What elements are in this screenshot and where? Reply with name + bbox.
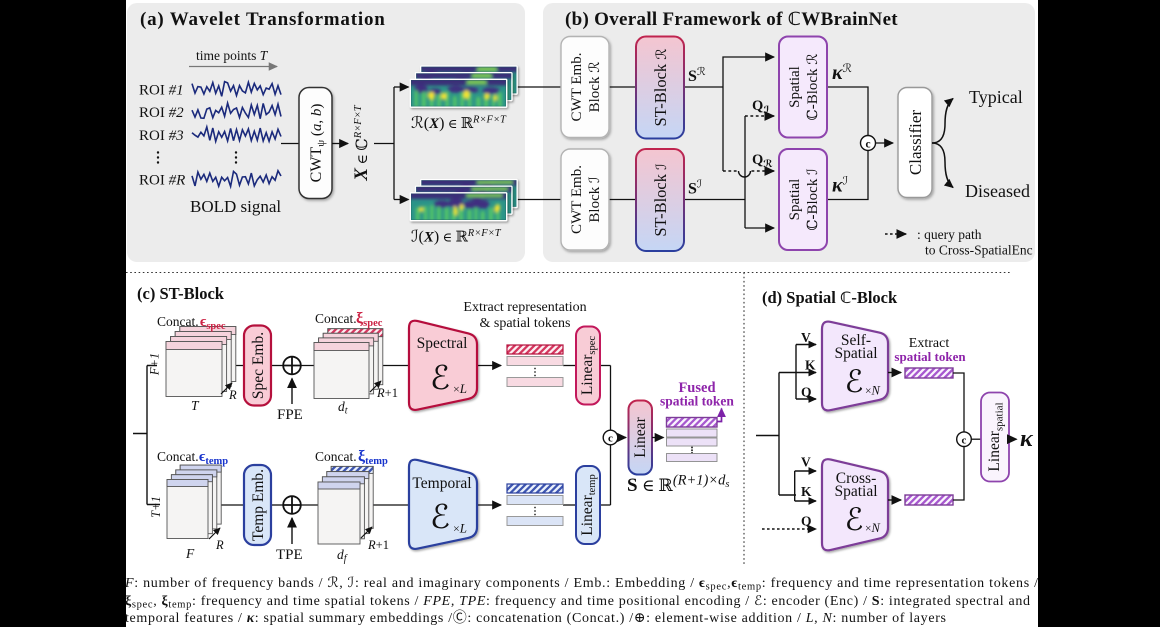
svg-text:BOLD signal: BOLD signal bbox=[190, 197, 281, 216]
svg-text:Concat.: Concat. bbox=[315, 449, 357, 464]
svg-text:ST-Block ℛ: ST-Block ℛ bbox=[651, 49, 670, 127]
svg-text:ℰ: ℰ bbox=[845, 502, 864, 537]
svg-text:ROI #3: ROI #3 bbox=[139, 128, 184, 144]
svg-text:K: K bbox=[805, 358, 816, 373]
svg-text:ROI #1: ROI #1 bbox=[139, 83, 184, 99]
svg-text:CWTψ (a, b): CWTψ (a, b) bbox=[308, 104, 327, 183]
svg-text:Concat.: Concat. bbox=[157, 449, 199, 464]
svg-text:Linear: Linear bbox=[632, 416, 649, 457]
svg-text:& spatial tokens: & spatial tokens bbox=[480, 316, 571, 331]
svg-text:R: R bbox=[228, 388, 237, 402]
svg-text:×N: ×N bbox=[865, 384, 881, 398]
svg-text:Spectral: Spectral bbox=[417, 335, 468, 352]
svg-text:κ: κ bbox=[1020, 426, 1034, 452]
svg-text:ξspec, ξtemp: frequency and ti: ξspec, ξtemp: frequency and time spatial… bbox=[125, 593, 1030, 611]
svg-text:Classifier: Classifier bbox=[906, 110, 925, 175]
svg-text:CWT Emb.: CWT Emb. bbox=[569, 165, 585, 234]
svg-text:ROI #R: ROI #R bbox=[139, 173, 185, 189]
svg-text:R+1: R+1 bbox=[367, 538, 389, 552]
svg-text:Extract representation: Extract representation bbox=[463, 300, 586, 315]
svg-text:Spec Emb.: Spec Emb. bbox=[250, 332, 267, 399]
svg-text:T: T bbox=[191, 398, 200, 413]
svg-text:R+1: R+1 bbox=[376, 386, 398, 400]
svg-text:to Cross-SpatialEnc: to Cross-SpatialEnc bbox=[925, 243, 1033, 258]
svg-text:×N: ×N bbox=[865, 521, 881, 535]
svg-text:ST-Block ℐ: ST-Block ℐ bbox=[651, 163, 670, 236]
svg-text:Self-: Self- bbox=[841, 332, 871, 349]
svg-text:CWT Emb.: CWT Emb. bbox=[569, 53, 585, 122]
svg-text:Temporal: Temporal bbox=[412, 475, 471, 492]
svg-text:F+1: F+1 bbox=[148, 353, 162, 376]
svg-text:Diseased: Diseased bbox=[965, 181, 1030, 201]
svg-text:FPE: FPE bbox=[277, 407, 303, 423]
svg-text:Concat.: Concat. bbox=[315, 311, 357, 326]
svg-text:F: number of frequency bands /: F: number of frequency bands / ℛ, ℐ: rea… bbox=[124, 576, 1038, 593]
svg-text:ℰ: ℰ bbox=[430, 500, 450, 536]
svg-text:Extract: Extract bbox=[909, 336, 950, 351]
svg-text:ℰ: ℰ bbox=[430, 361, 450, 397]
svg-text:(b) Overall Framework of ℂWBra: (b) Overall Framework of ℂWBrainNet bbox=[565, 9, 898, 30]
svg-text:ROI #2: ROI #2 bbox=[139, 105, 184, 121]
svg-text:Temp Emb.: Temp Emb. bbox=[250, 469, 267, 541]
svg-text:Fused: Fused bbox=[678, 380, 715, 396]
svg-text:dt: dt bbox=[338, 399, 348, 417]
svg-text:V: V bbox=[801, 455, 811, 470]
svg-text:T+1: T+1 bbox=[149, 496, 163, 518]
svg-text:ℰ: ℰ bbox=[845, 364, 864, 399]
svg-text:Typical: Typical bbox=[969, 87, 1023, 107]
svg-text:temporal features / κ: spatial: temporal features / κ: spatial summary e… bbox=[125, 610, 946, 626]
svg-text:K: K bbox=[801, 484, 812, 499]
svg-text:(d) Spatial ℂ-Block: (d) Spatial ℂ-Block bbox=[762, 288, 898, 307]
svg-text:Spatial: Spatial bbox=[834, 483, 877, 500]
svg-text:Q: Q bbox=[801, 385, 812, 400]
svg-text:Spatial: Spatial bbox=[834, 345, 877, 362]
svg-text:ℂ-Block ℐ: ℂ-Block ℐ bbox=[805, 168, 821, 230]
svg-text:Concat.: Concat. bbox=[157, 314, 199, 329]
svg-text:Block ℐ: Block ℐ bbox=[587, 176, 603, 222]
svg-text:Spatial: Spatial bbox=[787, 179, 803, 221]
svg-text:×L: ×L bbox=[453, 381, 467, 396]
svg-text:: query path: : query path bbox=[917, 227, 982, 242]
svg-text:×L: ×L bbox=[453, 521, 467, 536]
svg-text:df: df bbox=[337, 547, 348, 565]
svg-text:R: R bbox=[215, 538, 224, 552]
svg-text:ℂ-Block ℛ: ℂ-Block ℛ bbox=[805, 54, 821, 121]
svg-text:c: c bbox=[962, 434, 967, 446]
svg-text:Q: Q bbox=[801, 514, 812, 529]
svg-text:ℛ(X) ∈ ℝR×F×T: ℛ(X) ∈ ℝR×F×T bbox=[411, 115, 507, 133]
svg-text:(a) Wavelet Transformation: (a) Wavelet Transformation bbox=[140, 9, 386, 30]
svg-text:c: c bbox=[608, 433, 613, 445]
svg-text:ℐ(X) ∈ ℝR×F×T: ℐ(X) ∈ ℝR×F×T bbox=[411, 228, 502, 246]
svg-text:Cross-: Cross- bbox=[836, 470, 876, 487]
svg-text:(c) ST-Block: (c) ST-Block bbox=[137, 284, 225, 303]
svg-text:c: c bbox=[865, 138, 870, 150]
svg-text:time points T: time points T bbox=[196, 48, 269, 63]
svg-text:Spatial: Spatial bbox=[787, 66, 803, 108]
svg-text:spatial token: spatial token bbox=[894, 349, 966, 364]
svg-text:F: F bbox=[185, 546, 195, 561]
svg-text:V: V bbox=[801, 330, 811, 345]
svg-text:Block ℛ: Block ℛ bbox=[587, 62, 603, 113]
svg-text:TPE: TPE bbox=[276, 547, 303, 563]
svg-text:spatial token: spatial token bbox=[660, 394, 734, 409]
